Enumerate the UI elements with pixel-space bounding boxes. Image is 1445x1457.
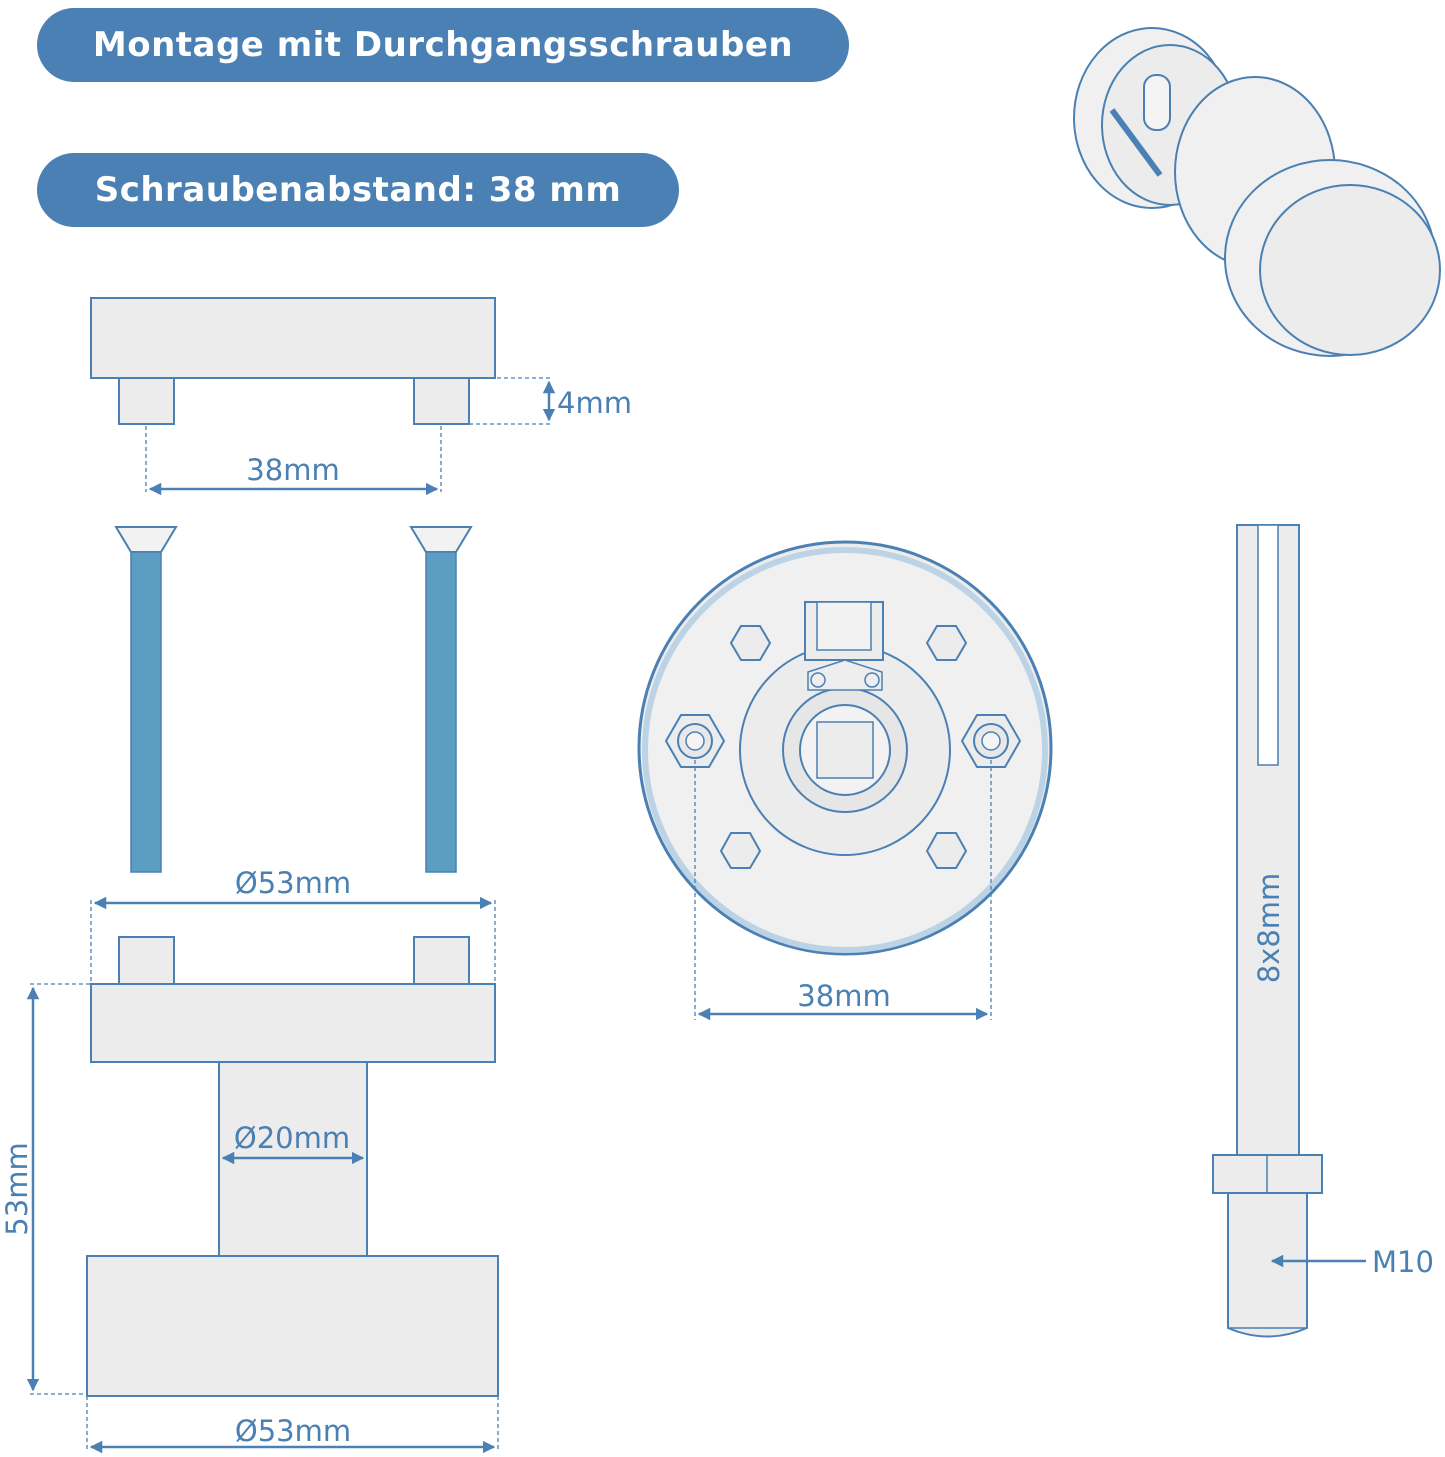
thread-label: M10 bbox=[1372, 1245, 1434, 1279]
spacing-rose-label: 38mm bbox=[797, 979, 890, 1013]
spindle-icon bbox=[1212, 524, 1323, 1338]
spindle-square-label: 8x8mm bbox=[1252, 873, 1286, 984]
mounting-badge: Montage mit Durchgangsschrauben bbox=[37, 8, 849, 82]
neck-diameter-label: Ø20mm bbox=[234, 1121, 350, 1155]
height-label: 53mm bbox=[0, 1142, 34, 1235]
spacing-top-label: 38mm bbox=[246, 453, 339, 487]
knob-side-view bbox=[86, 936, 499, 1397]
depth-4mm-label: 4mm bbox=[557, 386, 632, 420]
spacing-badge: Schraubenabstand: 38 mm bbox=[37, 153, 679, 227]
rose-diameter-label: Ø53mm bbox=[235, 866, 351, 900]
rose-side-view-top bbox=[90, 297, 496, 425]
knob-3d-icon bbox=[1073, 27, 1441, 357]
rose-front-view-icon bbox=[637, 540, 1053, 956]
screw-icon bbox=[114, 526, 473, 873]
knob-diameter-label: Ø53mm bbox=[235, 1414, 351, 1448]
